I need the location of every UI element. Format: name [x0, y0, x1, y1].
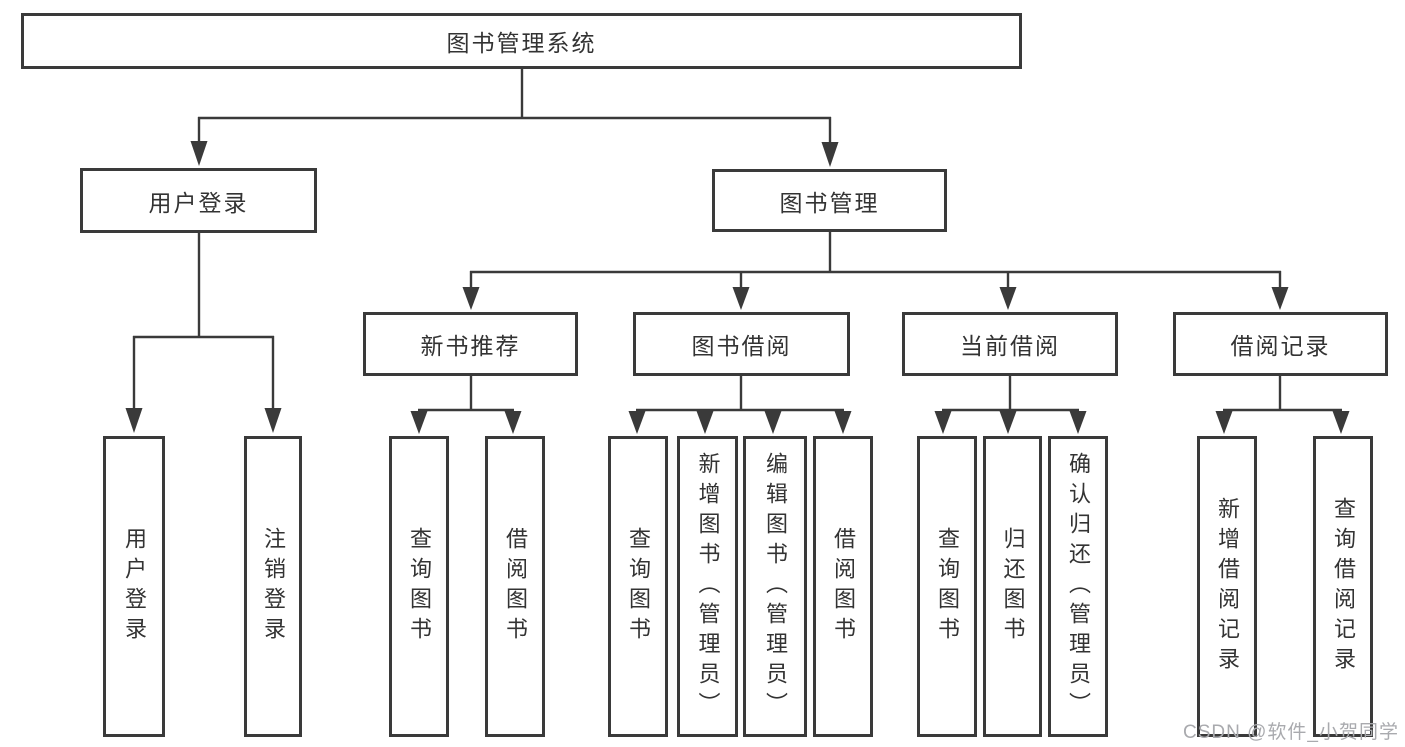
csdn-watermark: CSDN @软件_小贺同学	[1183, 722, 1399, 743]
leaf-borrowing-query-books-label: 查询图书	[626, 526, 651, 647]
leaf-borrowing-borrow-books: 借阅图书	[813, 436, 873, 737]
leaf-newbooks-query-books: 查询图书	[389, 436, 449, 737]
leaf-borrowing-edit-books-admin: 编辑图书（管理员）	[743, 436, 807, 737]
node-current-borrowing-label: 当前借阅	[960, 333, 1060, 359]
leaf-current-return-books-label: 归还图书	[1000, 526, 1026, 647]
node-book-borrowing-label: 图书借阅	[691, 333, 792, 359]
node-book-management: 图书管理	[712, 169, 947, 232]
leaf-records-query-record-label: 查询借阅记录	[1331, 496, 1356, 677]
leaf-records-add-record-label: 新增借阅记录	[1215, 496, 1240, 677]
node-book-management-label: 图书管理	[779, 189, 880, 216]
node-book-borrowing: 图书借阅	[633, 312, 850, 376]
leaf-current-query-books-label: 查询图书	[935, 526, 960, 647]
leaf-user-login: 用户登录	[103, 436, 165, 737]
leaf-newbooks-borrow-books: 借阅图书	[485, 436, 545, 737]
leaf-logout-label: 注销登录	[261, 526, 286, 647]
leaf-records-add-record: 新增借阅记录	[1197, 436, 1257, 737]
node-user-login: 用户登录	[80, 168, 317, 233]
leaf-newbooks-borrow-books-label: 借阅图书	[503, 526, 528, 647]
node-borrow-records: 借阅记录	[1173, 312, 1388, 376]
node-root-system-label: 图书管理系统	[446, 30, 597, 56]
leaf-current-confirm-return-admin-label: 确认归还（管理员）	[1066, 451, 1091, 722]
arrowheads	[125, 141, 1350, 434]
node-new-book-recommend-label: 新书推荐	[420, 333, 521, 359]
leaf-current-query-books: 查询图书	[917, 436, 977, 737]
node-current-borrowing: 当前借阅	[902, 312, 1118, 376]
node-new-book-recommend: 新书推荐	[363, 312, 578, 376]
leaf-user-login-label: 用户登录	[122, 526, 147, 647]
node-root-system: 图书管理系统	[21, 13, 1022, 69]
leaf-borrowing-borrow-books-label: 借阅图书	[831, 526, 856, 647]
leaf-records-query-record: 查询借阅记录	[1313, 436, 1373, 737]
leaf-current-return-books: 归还图书	[983, 436, 1042, 737]
leaf-borrowing-add-books-admin-label: 新增图书（管理员）	[695, 451, 721, 722]
node-borrow-records-label: 借阅记录	[1230, 333, 1331, 359]
node-user-login-label: 用户登录	[148, 189, 249, 216]
leaf-borrowing-add-books-admin: 新增图书（管理员）	[677, 436, 738, 737]
leaf-borrowing-edit-books-admin-label: 编辑图书（管理员）	[763, 451, 788, 722]
leaf-current-confirm-return-admin: 确认归还（管理员）	[1048, 436, 1108, 737]
leaf-newbooks-query-books-label: 查询图书	[407, 526, 432, 647]
leaf-logout: 注销登录	[244, 436, 302, 737]
leaf-borrowing-query-books: 查询图书	[608, 436, 668, 737]
